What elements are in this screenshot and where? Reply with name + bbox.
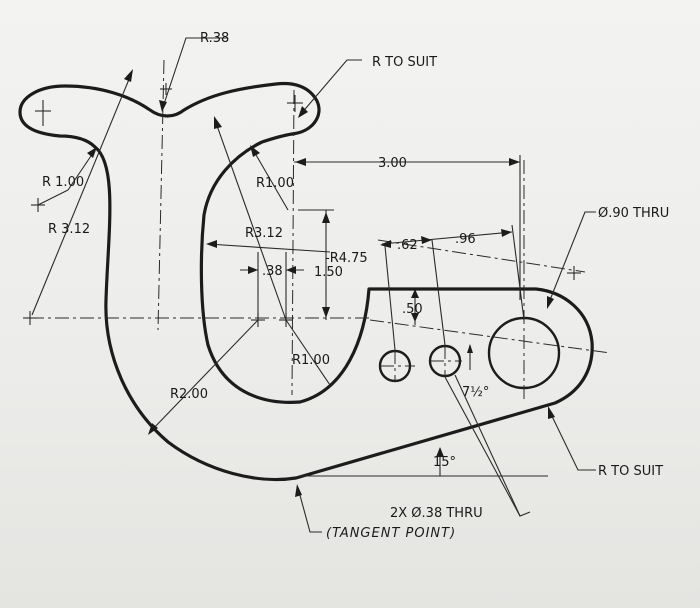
label-dia-090: Ø.90 THRU (598, 206, 669, 221)
label-dim-300: 3.00 (378, 156, 407, 171)
label-dim-150: 1.50 (314, 265, 343, 280)
label-r312-left: R 3.12 (48, 222, 90, 237)
label-r475: -R4.75 (325, 251, 368, 266)
part-outline (18, 81, 594, 482)
label-r038: R.38 (200, 31, 229, 46)
label-r-to-suit-top: R TO SUIT (372, 55, 437, 70)
label-r100-low: R1.00 (292, 353, 330, 368)
label-dim-038: .38 (262, 264, 283, 279)
label-r312-mid: R3.12 (245, 226, 283, 241)
center-marks (23, 83, 581, 327)
label-dim-096: .96 (455, 232, 476, 247)
label-r200: R2.00 (170, 387, 208, 402)
label-dim-062: .62 (397, 238, 418, 253)
label-r100-mid: R1.00 (256, 176, 294, 191)
dimension-lines (31, 37, 596, 533)
label-holes-2x: 2X Ø.38 THRU (390, 506, 483, 521)
label-r100-left: R 1.00 (42, 175, 84, 190)
label-angle-15: 15° (433, 455, 456, 470)
label-angle-7-5: 7½° (462, 385, 489, 400)
label-r-to-suit-right: R TO SUIT (598, 464, 663, 479)
label-dim-050: .50 (402, 302, 423, 317)
label-tangent-point: (TANGENT POINT) (326, 526, 456, 541)
